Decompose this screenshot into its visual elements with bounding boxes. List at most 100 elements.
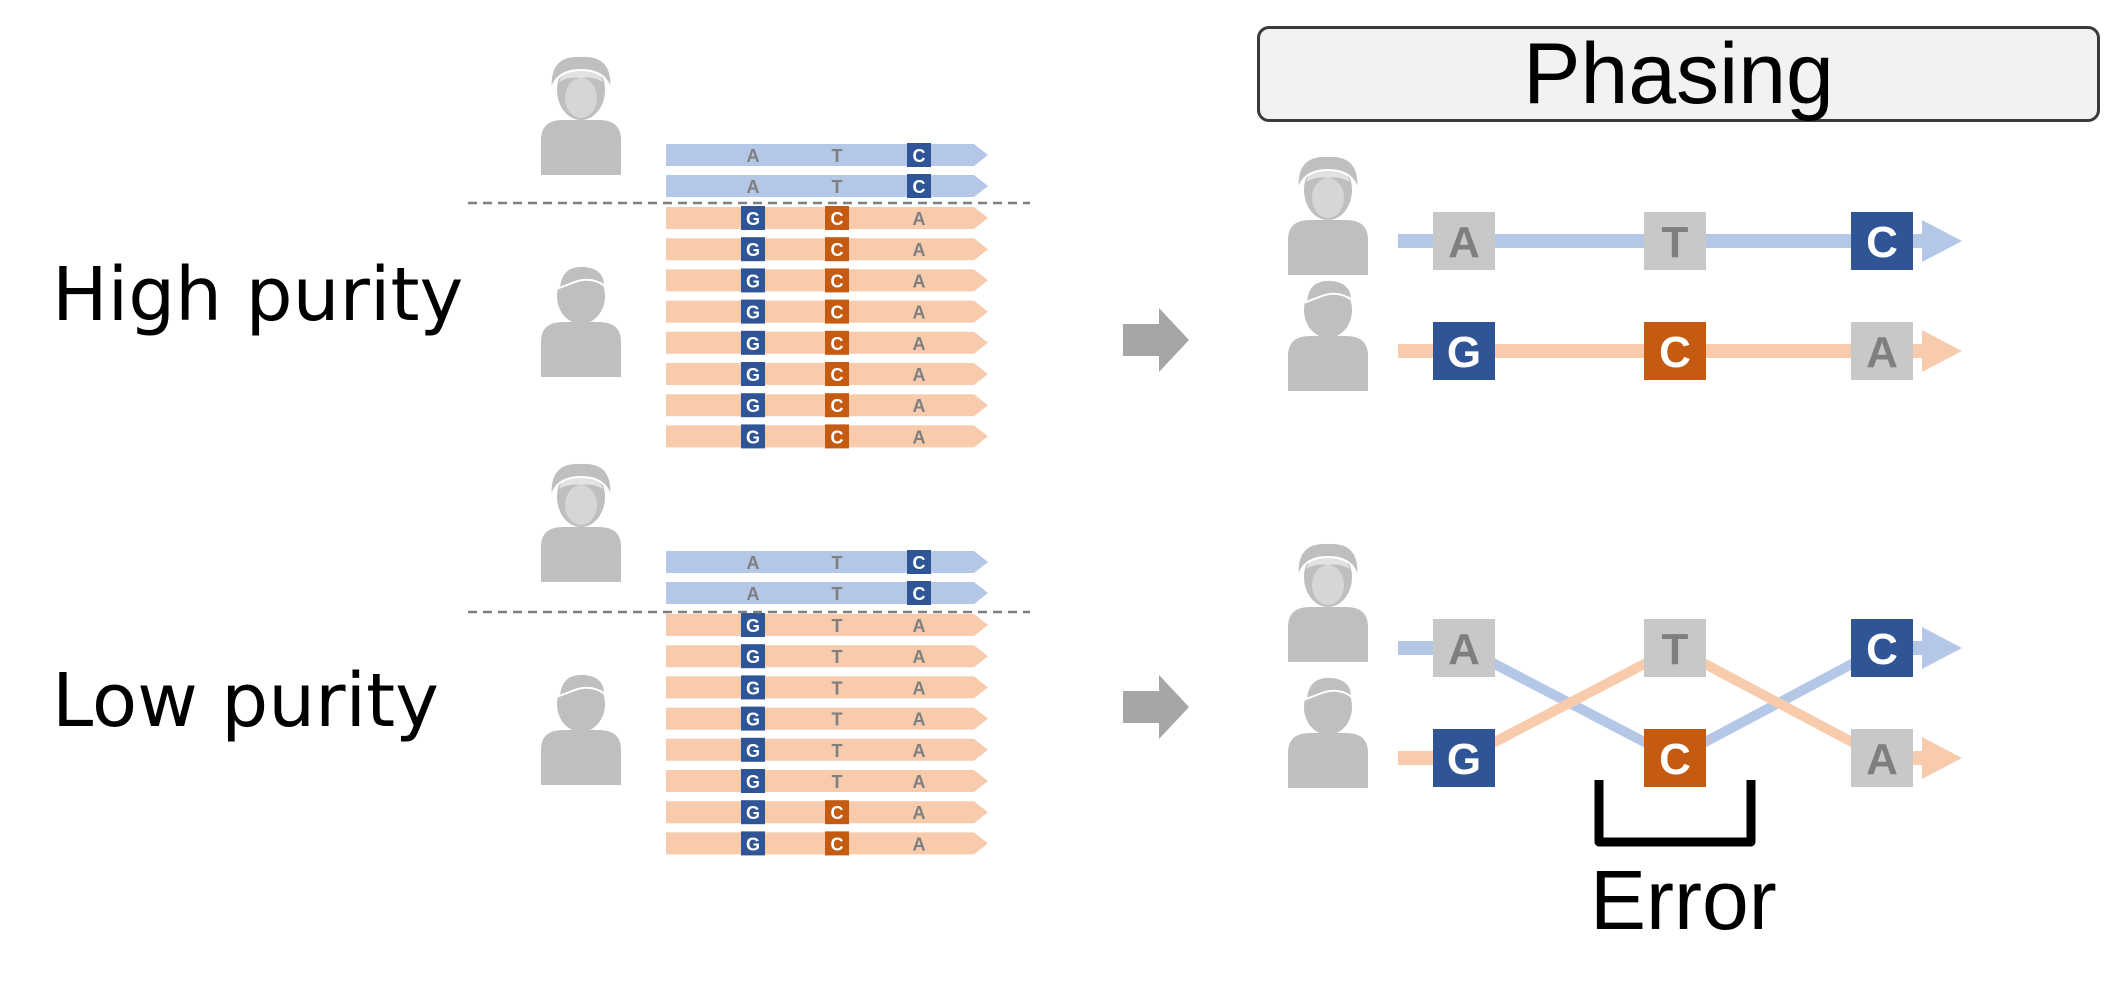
phased-base: A <box>1433 619 1495 677</box>
father-icon <box>1287 675 1369 789</box>
phased-base-box <box>1433 322 1495 380</box>
phased-base-box <box>1433 729 1495 787</box>
base-a-label: A <box>747 146 760 166</box>
base-c-label: C <box>913 146 926 166</box>
phased-base: T <box>1644 619 1706 677</box>
base-a-label: A <box>747 553 760 573</box>
base-box <box>825 424 849 449</box>
base-box <box>741 737 765 762</box>
base-a-label: A <box>913 616 926 636</box>
father-icon <box>540 264 622 378</box>
maternal-arrowhead <box>1922 627 1962 669</box>
base-c-label: C <box>831 427 844 447</box>
phased-base: C <box>1644 729 1706 787</box>
read-bar <box>666 175 988 197</box>
base-a-label: A <box>913 834 926 854</box>
base-c-label: C <box>831 209 844 229</box>
base-a-label: A <box>913 271 926 291</box>
base-g-label: G <box>746 616 760 636</box>
base-g-label: G <box>746 741 760 761</box>
maternal-haplotype-line-arrowhead <box>1922 220 1962 262</box>
base-a-label: A <box>913 396 926 416</box>
base-t-label: T <box>832 146 843 166</box>
base-g-label: G <box>746 209 760 229</box>
read-bar <box>666 645 988 668</box>
phased-base: G <box>1433 322 1495 380</box>
phased-base-c-label: C <box>1659 328 1691 377</box>
base-a-label: A <box>747 177 760 197</box>
process-arrow <box>1123 308 1189 372</box>
phased-base: A <box>1851 729 1913 787</box>
base-box <box>825 206 849 230</box>
phased-base-c-label: C <box>1866 625 1898 674</box>
phased-base-a-label: A <box>1448 625 1480 674</box>
base-t-label: T <box>832 616 843 636</box>
base-box <box>907 550 931 574</box>
father-icon <box>1287 278 1369 392</box>
phased-base-box <box>1644 212 1706 270</box>
base-c-label: C <box>831 271 844 291</box>
paternal-haplotype-line-arrowhead <box>1922 330 1962 372</box>
base-c-label: C <box>913 177 926 197</box>
base-c-label: C <box>831 396 844 416</box>
base-t-label: T <box>832 678 843 698</box>
base-a-label: A <box>913 803 926 823</box>
phased-base: C <box>1644 322 1706 380</box>
phased-base: A <box>1851 322 1913 380</box>
base-g-label: G <box>746 427 760 447</box>
base-t-label: T <box>832 647 843 667</box>
base-box <box>741 424 765 449</box>
base-box <box>825 393 849 418</box>
base-box <box>741 675 765 700</box>
base-t-label: T <box>832 710 843 730</box>
base-box <box>741 800 765 825</box>
process-arrow <box>1123 675 1189 739</box>
base-box <box>741 769 765 793</box>
base-box <box>907 143 931 167</box>
phased-base-a-label: A <box>1866 735 1898 784</box>
base-a-label: A <box>913 334 926 354</box>
base-t-label: T <box>832 584 843 604</box>
base-a-label: A <box>913 240 926 260</box>
phased-base-c-label: C <box>1866 218 1898 267</box>
base-g-label: G <box>746 396 760 416</box>
phased-base-c-label: C <box>1659 735 1691 784</box>
base-c-label: C <box>831 303 844 323</box>
paternal-switch-back-line <box>1672 643 1885 763</box>
paternal-arrowhead <box>1922 737 1962 779</box>
base-a-label: A <box>747 584 760 604</box>
base-box <box>741 706 765 731</box>
phased-base-box <box>1644 619 1706 677</box>
base-t-label: T <box>832 177 843 197</box>
base-a-label: A <box>913 365 926 385</box>
phased-base-box <box>1433 212 1495 270</box>
phased-base-box <box>1644 729 1706 787</box>
read-bar <box>666 770 988 792</box>
base-box <box>741 393 765 418</box>
base-box <box>741 206 765 230</box>
base-a-label: A <box>913 647 926 667</box>
base-box <box>907 174 931 198</box>
base-box <box>741 299 765 324</box>
phased-base-box <box>1433 619 1495 677</box>
base-box <box>741 644 765 669</box>
base-c-label: C <box>831 365 844 385</box>
base-c-label: C <box>831 240 844 260</box>
read-bar <box>666 676 988 699</box>
base-t-label: T <box>832 553 843 573</box>
mother-icon <box>1287 541 1369 663</box>
